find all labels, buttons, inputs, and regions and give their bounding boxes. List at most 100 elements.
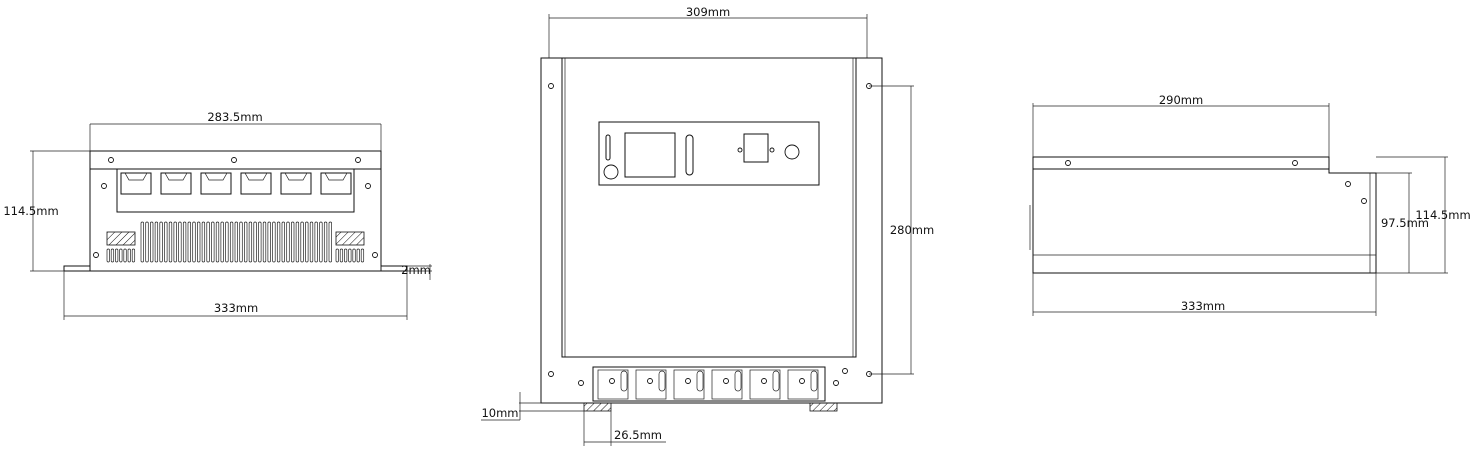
top-terminal-hole-left (578, 380, 584, 386)
vent-slot (272, 221, 276, 263)
front-top-hole-left (108, 157, 114, 163)
top-terminal-slot (734, 370, 742, 392)
top-terminal-hole-right2 (833, 380, 839, 386)
vent-slot (248, 221, 253, 263)
top-switch (743, 133, 769, 163)
top-dim-width-label: 309mm (686, 5, 730, 19)
side-view: 290mm 97.5mm 114.5mm 333mm (1029, 93, 1471, 316)
front-terminal (120, 172, 152, 195)
top-terminal-slot (696, 370, 704, 392)
side-rail-hole-right (1292, 160, 1298, 166)
front-terminal (200, 172, 232, 195)
vent-slot (300, 221, 304, 263)
vent-slot (267, 221, 271, 263)
front-terminals (120, 172, 352, 195)
vent-slot (187, 221, 191, 263)
vent-slot (182, 221, 187, 263)
vent-slot (119, 248, 123, 263)
side-dim-height: 114.5mm (1376, 156, 1471, 274)
side-dim-top: 290mm (1032, 93, 1330, 157)
side-dim-top-label: 290mm (1159, 93, 1203, 107)
front-dim-height: 114.5mm (3, 150, 90, 272)
top-terminal-screw (685, 378, 691, 384)
side-rail-hole-left (1065, 160, 1071, 166)
top-terminal-slot (772, 370, 780, 392)
vent-slot (154, 221, 159, 263)
side-dim-inner-height: 97.5mm (1376, 172, 1429, 274)
front-terminal-cap (284, 172, 308, 181)
side-dim-bottom-label: 333mm (1181, 299, 1225, 313)
vent-slot (360, 248, 365, 263)
front-terminal (240, 172, 272, 195)
vent-slot (140, 221, 144, 263)
top-terminal (597, 369, 629, 400)
top-terminal-screw (609, 378, 615, 384)
front-dim-bottom-label: 333mm (214, 301, 258, 315)
vent-slot (258, 221, 262, 263)
vent-slot (201, 221, 206, 263)
vent-slot (164, 221, 168, 263)
vent-slot (239, 221, 243, 263)
vent-slot (110, 248, 115, 263)
top-terminal-slot (620, 370, 628, 392)
front-top-hole-right (355, 157, 361, 163)
vent-slot (328, 221, 332, 263)
vent-slot (115, 248, 119, 263)
front-top-hole-mid (231, 157, 237, 163)
top-foot-left (583, 402, 612, 412)
vent-slot (319, 221, 323, 263)
top-knob-right (784, 144, 800, 160)
side-dim-inner-height-label: 97.5mm (1381, 216, 1429, 230)
top-terminal (673, 369, 705, 400)
front-dim-bottom: 333mm (63, 271, 408, 320)
top-switch-hole-right (769, 147, 775, 153)
vent-slot (159, 221, 163, 263)
top-hole-bl (548, 371, 554, 377)
top-view: 309mm 280mm 10mm 26.5mm (481, 5, 934, 446)
top-slot-mid (685, 134, 694, 176)
top-terminal-screw (723, 378, 729, 384)
vent-slot (220, 221, 224, 263)
vent-slot (229, 221, 234, 263)
front-side-hole-br (372, 252, 378, 258)
vent-slot (206, 221, 210, 263)
top-knob-left (603, 164, 619, 180)
vent-slot (286, 221, 290, 263)
top-dim-foot-height-label: 10mm (481, 406, 518, 420)
front-vent-slots (106, 221, 365, 263)
vent-slot (281, 221, 285, 263)
vent-slot (173, 221, 177, 263)
front-side-hole-bl (93, 252, 99, 258)
top-control-panel (598, 121, 820, 186)
vent-slot (215, 221, 220, 263)
front-bottom-flange (63, 265, 408, 272)
top-terminal-hole-right (842, 368, 848, 374)
front-terminal-cap (244, 172, 268, 181)
vent-slot (335, 248, 339, 263)
side-hole-1 (1345, 181, 1351, 187)
vent-slot (225, 221, 229, 263)
top-terminal-screw (799, 378, 805, 384)
side-dim-height-label: 114.5mm (1415, 208, 1470, 222)
vent-slot (192, 221, 196, 263)
top-terminal-block (592, 366, 826, 402)
vent-slot (339, 248, 344, 263)
front-terminal-cap (324, 172, 348, 181)
front-terminal-cap (164, 172, 188, 181)
front-view: 283.5mm 114.5mm 333mm 2mm (3, 110, 432, 320)
top-terminal-slot (810, 370, 818, 392)
vent-slot (178, 221, 182, 263)
vent-slot (131, 248, 136, 263)
vent-slot (234, 221, 238, 263)
top-foot-right (809, 402, 838, 412)
top-terminal (787, 369, 819, 400)
front-side-hole-left (101, 183, 107, 189)
vent-slot (197, 221, 201, 263)
vent-slot (123, 248, 127, 263)
top-slot-left (605, 134, 611, 161)
top-dim-hole-spacing-label: 280mm (890, 223, 934, 237)
top-hole-tl (548, 83, 554, 89)
front-terminal (280, 172, 312, 195)
top-terminal-screw (761, 378, 767, 384)
